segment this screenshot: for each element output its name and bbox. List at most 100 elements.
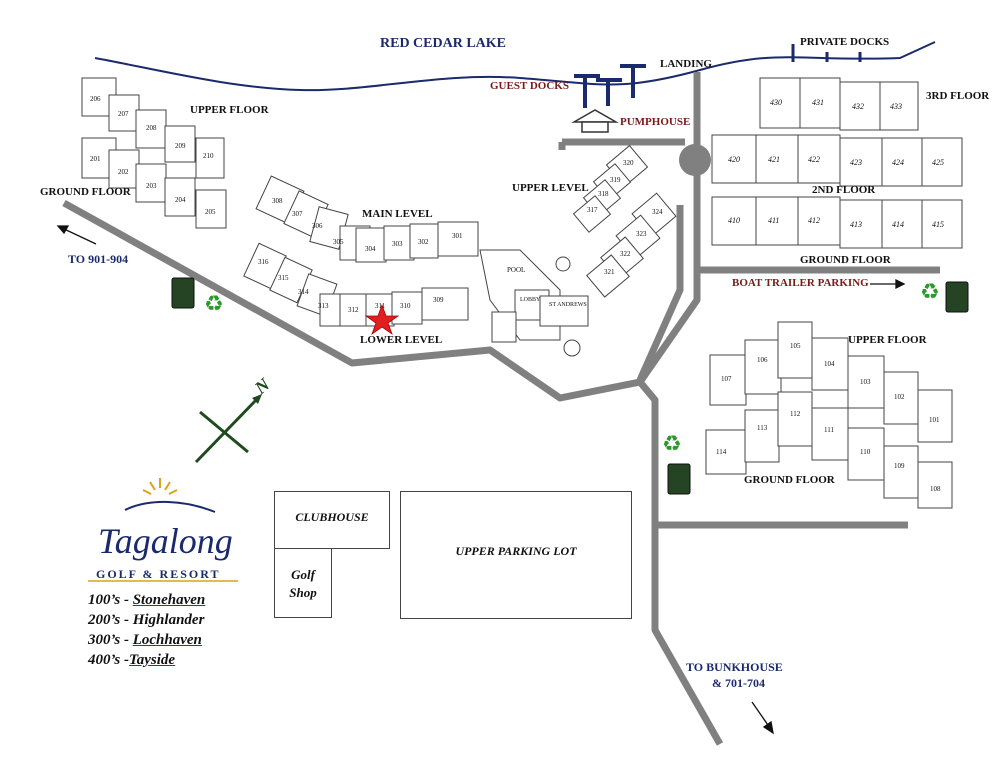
- recycle-icon: ♻: [204, 292, 224, 317]
- unit-label: 415: [932, 220, 944, 229]
- legend-num: 400’s -: [88, 652, 129, 668]
- unit-label: 104: [824, 360, 835, 368]
- unit-label: 106: [757, 356, 768, 364]
- unit-label: 303: [392, 240, 403, 248]
- unit-label: 311: [375, 302, 386, 310]
- unit-label: 109: [894, 462, 905, 470]
- unit-label: 204: [175, 196, 186, 204]
- unit-label: 201: [90, 155, 101, 163]
- recycle-icon: ♻: [920, 280, 940, 305]
- unit-label: 318: [598, 190, 609, 198]
- unit-label: 410: [728, 216, 740, 225]
- golf-shop-label-2: Shop: [289, 585, 317, 600]
- lochhaven-upper-label: UPPER LEVEL: [512, 182, 589, 194]
- unit-label: 209: [175, 142, 186, 150]
- legend-row: 300’s - Lochhaven: [88, 630, 205, 650]
- legend-row: 400’s -Tayside: [88, 650, 205, 670]
- unit-label: 206: [90, 95, 101, 103]
- clubhouse-label: CLUBHOUSE: [295, 510, 369, 524]
- unit-label: 305: [333, 238, 344, 246]
- unit-label: 420: [728, 155, 740, 164]
- recycle-icon: ♻: [662, 432, 682, 457]
- unit-label: 310: [400, 302, 411, 310]
- unit-label: 324: [652, 208, 663, 216]
- stonehaven-ground-label: GROUND FLOOR: [744, 474, 835, 486]
- lochhaven-main-label: MAIN LEVEL: [362, 208, 433, 220]
- unit-label: 431: [812, 98, 824, 107]
- to-901-label: TO 901-904: [68, 252, 129, 266]
- unit-label: 314: [298, 288, 309, 296]
- unit-label: 210: [203, 152, 214, 160]
- legend-name: Highlander: [132, 612, 205, 628]
- legend-name: Lochhaven: [132, 632, 202, 648]
- golf-shop-label-1: Golf: [291, 567, 315, 582]
- unit-label: 308: [272, 197, 283, 205]
- you-are-here-star-icon: [364, 303, 400, 336]
- unit-label: 422: [808, 155, 820, 164]
- unit-label: 111: [824, 426, 834, 434]
- landing-label: LANDING: [660, 58, 712, 70]
- unit-label: 319: [610, 176, 621, 184]
- unit-label: 316: [258, 258, 269, 266]
- highlander-building: [81, 77, 227, 229]
- unit-label: 432: [852, 102, 864, 111]
- unit-label: 309: [433, 296, 444, 304]
- compass-arrowhead: [252, 394, 262, 404]
- lochhaven-building: [243, 175, 589, 357]
- legend-row: 100’s - Stonehaven: [88, 590, 205, 610]
- building-legend: 100’s - Stonehaven 200’s - Highlander 30…: [88, 590, 205, 670]
- unit-label: 102: [894, 393, 905, 401]
- guest-docks: [574, 64, 646, 108]
- pool-label: POOL: [507, 266, 526, 274]
- legend-num: 300’s -: [88, 632, 133, 648]
- unit-label: 414: [892, 220, 904, 229]
- unit-label: 202: [118, 168, 129, 176]
- unit-label: 101: [929, 416, 940, 424]
- north-compass-icon: [194, 396, 260, 464]
- direction-arrows: [56, 225, 906, 735]
- unit-label: 322: [620, 250, 631, 258]
- unit-label: 103: [860, 378, 871, 386]
- pumphouse-label: PUMPHOUSE: [620, 116, 691, 128]
- unit-label: 307: [292, 210, 303, 218]
- lobby-label: LOBBY: [520, 297, 541, 303]
- unit-label: 301: [452, 232, 463, 240]
- unit-label: 306: [312, 222, 323, 230]
- highlander-ground-label: GROUND FLOOR: [40, 186, 131, 198]
- boat-trailer-label: BOAT TRAILER PARKING: [732, 277, 869, 289]
- unit-label: 304: [365, 245, 376, 253]
- highlander-upper-label: UPPER FLOOR: [190, 104, 269, 116]
- unit-label: 323: [636, 230, 647, 238]
- unit-label: 413: [850, 220, 862, 229]
- unit-label: 412: [808, 216, 820, 225]
- unit-label: 208: [146, 124, 157, 132]
- logo-sub: GOLF & RESORT: [96, 567, 221, 581]
- lake-shoreline: [94, 41, 936, 92]
- guest-docks-label: GUEST DOCKS: [490, 80, 569, 92]
- to-bunkhouse-label: TO BUNKHOUSE: [686, 660, 783, 674]
- unit-label: 203: [146, 182, 157, 190]
- unit-label: 424: [892, 158, 904, 167]
- unit-label: 321: [604, 268, 615, 276]
- unit-label: 105: [790, 342, 801, 350]
- lochhaven-lower-label: LOWER LEVEL: [360, 334, 443, 346]
- sun-logo-icon: [142, 478, 178, 495]
- unit-label: 421: [768, 155, 780, 164]
- logo-swoosh: [124, 501, 216, 513]
- legend-name: Tayside: [128, 652, 176, 668]
- legend-name: Stonehaven: [132, 592, 206, 608]
- legend-num: 100’s -: [88, 592, 133, 608]
- private-docks-label: PRIVATE DOCKS: [800, 36, 890, 48]
- logo-name: Tagalong: [98, 521, 233, 561]
- legend-row: 200’s - Highlander: [88, 610, 205, 630]
- stonehaven-building: [705, 321, 953, 509]
- unit-label: 107: [721, 375, 732, 383]
- unit-label: 320: [623, 159, 634, 167]
- unit-label: 108: [930, 485, 941, 493]
- to-701-label: & 701-704: [712, 676, 765, 690]
- upper-parking-lot-label: UPPER PARKING LOT: [455, 544, 577, 558]
- upper-parking-lot-box: UPPER PARKING LOT: [400, 491, 632, 619]
- golf-shop-box: Golf Shop: [274, 548, 332, 618]
- tayside-3rd-label: 3RD FLOOR: [926, 90, 990, 102]
